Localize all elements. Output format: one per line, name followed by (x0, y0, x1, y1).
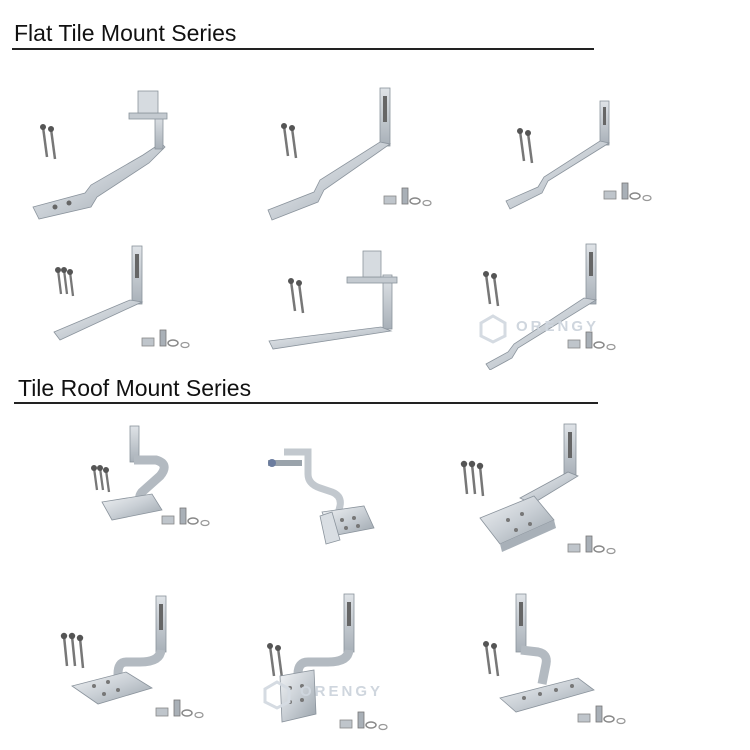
tile-hook-1-image (90, 420, 220, 550)
tile-hook-4-image (60, 590, 230, 740)
section-title-tile-roof: Tile Roof Mount Series (18, 375, 252, 401)
section-rule-flat-tile (12, 48, 594, 50)
flat-hook-5-image (265, 245, 435, 355)
section-title-flat-tile: Flat Tile Mount Series (14, 20, 237, 46)
watermark-text: ORENGY (516, 318, 600, 335)
section-rule-tile-roof (14, 402, 598, 404)
watermark-logo-icon (263, 680, 291, 710)
watermark-logo-icon (479, 314, 507, 344)
tile-hook-5-image (260, 590, 410, 740)
flat-hook-1-image (25, 85, 175, 225)
flat-hook-2-image (262, 82, 452, 227)
flat-hook-4-image (50, 240, 210, 370)
tile-hook-6-image (480, 590, 640, 740)
tile-hook-2-image (262, 440, 392, 550)
flat-hook-6-image (478, 240, 628, 370)
watermark-text: ORENGY (300, 683, 384, 700)
flat-hook-3-image (500, 95, 660, 225)
tile-hook-3-image (460, 420, 640, 580)
